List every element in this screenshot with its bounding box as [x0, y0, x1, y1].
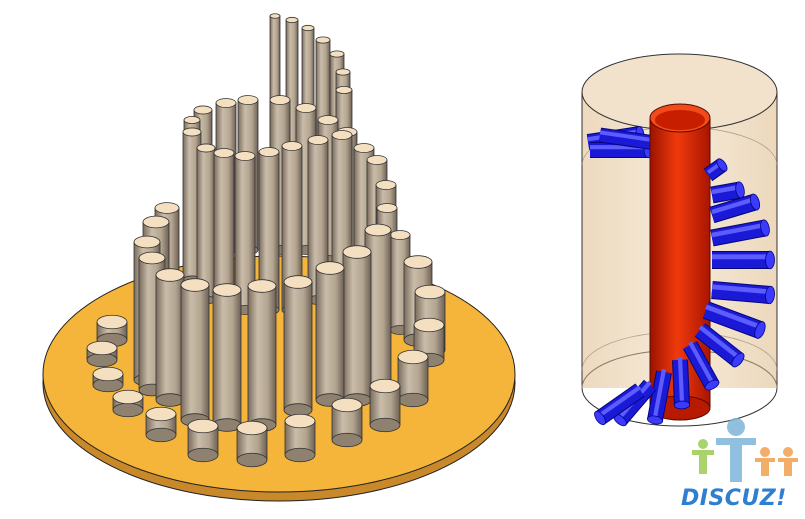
watermark-text: DISCUZ! [681, 486, 787, 511]
pin-group [86, 13, 446, 468]
pin [331, 397, 363, 448]
helix-rod [712, 250, 775, 270]
helix-rod [709, 193, 761, 224]
helix-rod [710, 219, 770, 247]
rod-group-front [594, 158, 775, 427]
pin [155, 268, 185, 407]
pin [86, 340, 118, 368]
pin [187, 418, 219, 463]
helix-rod [682, 341, 720, 391]
helix-rod [646, 368, 672, 425]
helix-rod [711, 281, 775, 305]
helix-rod [703, 158, 728, 182]
helix-rod [702, 301, 766, 339]
pin [284, 413, 316, 463]
rod-group-back [586, 125, 660, 159]
helix-rod [710, 181, 745, 204]
pin [247, 279, 277, 432]
pin [212, 283, 242, 432]
pin [236, 420, 268, 468]
helix-rod [694, 323, 745, 368]
pin [182, 127, 202, 285]
pin [180, 278, 210, 427]
pin [315, 261, 345, 407]
pin [397, 349, 429, 408]
pin [112, 389, 144, 418]
pin [145, 406, 177, 443]
pin [283, 275, 313, 417]
people-icon [692, 418, 798, 482]
pin [369, 378, 401, 433]
helix-rod [594, 383, 645, 426]
pin [92, 366, 124, 393]
helix-rod [672, 357, 691, 410]
pin [342, 245, 372, 407]
